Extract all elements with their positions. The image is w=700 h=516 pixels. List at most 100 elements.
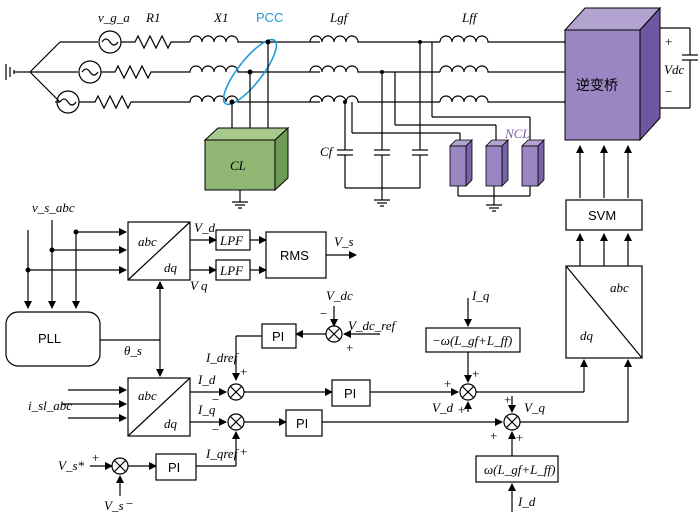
label-iq-in: I_q (471, 288, 490, 303)
sign-minus-vdc: − (320, 306, 327, 321)
ncl-load-boxes (449, 139, 545, 187)
label-svm: SVM (588, 208, 616, 223)
summing-junction-id (227, 383, 245, 401)
ground-cl-icon (232, 201, 248, 209)
label-vdc: Vdc (664, 62, 684, 77)
summing-junction-vs (111, 457, 129, 475)
label-vdc-minus: − (665, 84, 672, 99)
dc-link-capacitor (660, 27, 698, 109)
label-abc1: abc (138, 234, 157, 249)
ac-source-b-icon (78, 60, 102, 84)
sign-plus-idref: + (240, 364, 247, 379)
summing-junction-vdc (325, 325, 343, 343)
inverter-bridge-box (563, 6, 662, 142)
label-x1: X1 (213, 10, 228, 25)
sign-plus-wl-top: + (472, 366, 479, 381)
label-r1: R1 (145, 10, 160, 25)
sign-plus-wl-bot: + (516, 430, 523, 445)
inductor-x1-c-icon (150, 95, 320, 103)
svm-block (565, 199, 643, 231)
label-iq: I_q (197, 402, 216, 417)
label-wl-top: −ω(L_gf+L_ff) (432, 333, 512, 348)
label-isl: i_sl_abc (28, 398, 72, 413)
pll-block (5, 311, 101, 367)
label-lpf1: LPF (219, 233, 244, 248)
cf-capacitors (337, 42, 428, 207)
sign-plus-vdcref: + (346, 340, 353, 355)
label-iqref: I_qref (205, 446, 240, 461)
label-vs-fb: V_s (104, 498, 124, 513)
sign-plus-vsstar: + (92, 450, 99, 465)
resistor-b-icon (101, 64, 170, 80)
inductor-x1-a-icon (189, 35, 320, 43)
sign-minus-id: − (212, 392, 219, 407)
power-circuit (5, 6, 698, 212)
label-pi-v: PI (168, 460, 180, 475)
dq-abc-transform-block (565, 265, 643, 359)
abc-dq-transform-block-voltage (127, 221, 191, 281)
label-abc2: abc (138, 388, 157, 403)
label-pcc: PCC (256, 10, 283, 25)
pi-block-iq (285, 409, 323, 437)
label-cf: Cf (320, 144, 335, 159)
label-lff: Lff (461, 10, 479, 25)
decoupling-block-d (425, 327, 521, 353)
label-vdc-fb: V_dc (326, 288, 353, 303)
label-idref: I_dref (205, 350, 240, 365)
label-vdc-ref: V_dc_ref (348, 318, 398, 333)
inductor-lff-c-icon (439, 95, 565, 103)
inductor-lgf-b-icon (309, 65, 440, 73)
ac-source-a-icon (98, 30, 122, 54)
label-dq3: dq (580, 328, 594, 343)
summing-junction-iq (227, 413, 245, 431)
abc-dq-transform-block-current (127, 377, 191, 437)
label-vq-ff: V_q (524, 400, 545, 415)
sign-plus-vd: + (458, 402, 465, 417)
label-vdc-plus: + (665, 34, 672, 49)
label-ncl: NCL (504, 126, 530, 141)
resistor-a-icon (121, 34, 190, 50)
label-vs-star: V_s* (58, 458, 85, 473)
label-lgf: Lgf (329, 10, 350, 25)
sign-plus-pi-d: + (444, 376, 451, 391)
label-pll: PLL (38, 331, 61, 346)
label-vga: v_g_a (98, 10, 130, 25)
decoupling-block-q (475, 455, 559, 483)
inductor-lff-b-icon (439, 65, 565, 73)
sign-plus-pi-q: + (490, 428, 497, 443)
ground-left-icon (5, 41, 61, 103)
resistor-c-icon (79, 94, 150, 110)
summing-junction-vq-ff (503, 413, 521, 431)
inductor-x1-b-icon (170, 65, 320, 73)
pcc-ellipse (222, 38, 278, 106)
summing-junction-vd-ff (459, 383, 477, 401)
inductor-lgf-a-icon (309, 35, 440, 43)
label-vs-out: V_s (334, 234, 354, 249)
label-cl: CL (230, 158, 246, 173)
label-pi-d: PI (344, 386, 356, 401)
sign-plus-iqref: + (240, 444, 247, 459)
label-rms: RMS (280, 248, 309, 263)
label-theta: θ_s (124, 343, 142, 358)
label-pi-q: PI (296, 416, 308, 431)
label-vq-top: V q (190, 278, 208, 293)
label-inverter: 逆变桥 (576, 78, 618, 94)
label-wl-bot: ω(L_gf+L_ff) (484, 462, 555, 477)
cl-load-box (203, 126, 290, 192)
inductor-lff-a-icon (439, 35, 565, 43)
label-vd-ff: V_d (432, 400, 453, 415)
label-dq2: dq (164, 416, 178, 431)
label-dq1: dq (164, 260, 178, 275)
label-id: I_d (197, 372, 216, 387)
label-id-in: I_d (517, 494, 536, 509)
label-pi-dc: PI (272, 329, 284, 344)
sign-minus-vs: − (126, 496, 133, 511)
ac-source-c-icon (56, 90, 80, 114)
sign-minus-iq: − (212, 422, 219, 437)
pi-block-vs (155, 453, 197, 481)
label-vd-top: V_d (194, 220, 215, 235)
label-abc3: abc (610, 280, 629, 295)
pi-block-id (331, 379, 371, 407)
